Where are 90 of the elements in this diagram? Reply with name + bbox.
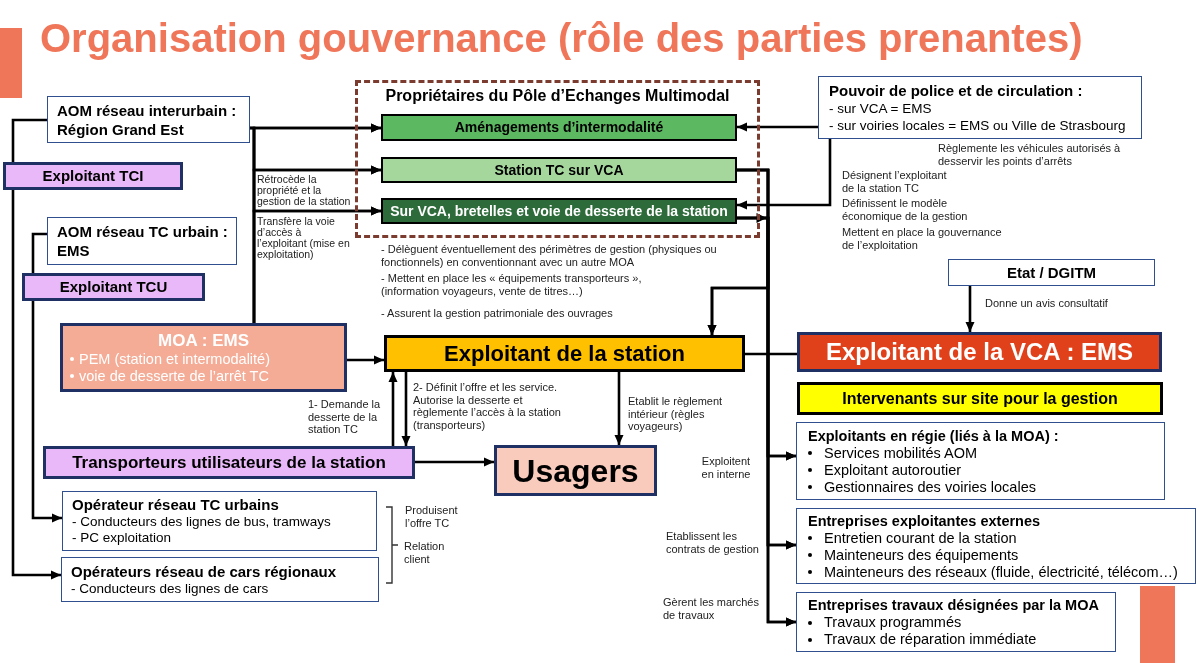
- annotation: Produisent l’offre TC: [405, 504, 459, 529]
- list-item: Exploitant autoroutier: [824, 461, 962, 479]
- label-text: AOM réseau interurbain : Région Grand Est: [57, 100, 238, 139]
- heading-text: Opérateurs réseau de cars régionaux: [71, 562, 338, 581]
- actor-box: [60, 323, 347, 392]
- heading-text: Propriétaires du Pôle d’Echanges Multimodal: [385, 86, 730, 106]
- edge-label: Gèrent les marchés de travaux: [663, 596, 760, 621]
- label-text: Etat / DGITM: [1006, 263, 1097, 282]
- info-box: [948, 259, 1155, 286]
- actor-box: [22, 273, 205, 301]
- label-text: Transporteurs utilisateurs de la station: [72, 452, 386, 473]
- list-item: PEM (station et intermodalité): [79, 350, 270, 368]
- line-text: - sur voiries locales = EMS ou Ville de Strasbourg: [829, 116, 1127, 134]
- info-box: [61, 557, 379, 602]
- owner-bar: [381, 114, 737, 141]
- heading-text: Pouvoir de police et de circulation :: [829, 81, 1084, 100]
- arrow: [401, 372, 411, 446]
- annotation: Définissent le modèle économique de la gestion: [842, 197, 969, 222]
- arrow: [347, 355, 384, 365]
- heading-text: Exploitants en régie (liés à la MOA) :: [808, 426, 1060, 445]
- info-box: [47, 217, 237, 265]
- info-box: [62, 491, 377, 551]
- annotation: - Mettent en place les « équipements transporteurs », (information voyageurs, vente de titres…): [381, 272, 643, 297]
- page-title: Organisation gouvernance (rôle des parties prenantes): [40, 15, 1083, 62]
- list-item: Travaux programmés: [824, 614, 962, 631]
- arrow: [965, 286, 975, 332]
- info-box: [796, 422, 1165, 500]
- arrow: [415, 457, 494, 467]
- heading-text: Entreprises exploitantes externes: [808, 511, 1042, 530]
- label-text: Aménagements d’intermodalité: [454, 119, 664, 136]
- connector-line: [11, 118, 47, 162]
- line-text: - Conducteurs des lignes de cars: [71, 580, 270, 597]
- arrow: [31, 301, 62, 523]
- line-text: - Conducteurs des lignes de bus, tramways: [72, 514, 332, 530]
- list-item: Services mobilités AOM: [824, 444, 978, 462]
- edge-label: Etablissent les contrats de gestion: [666, 530, 760, 555]
- arrow: [737, 122, 818, 132]
- arrow: [252, 206, 381, 323]
- heading-text: Opérateur réseau TC urbains: [72, 496, 280, 514]
- list-item: Gestionnaires des voiries locales: [824, 478, 1036, 496]
- info-box: [796, 592, 1116, 652]
- heading-bar: [797, 382, 1163, 415]
- info-box: [796, 508, 1196, 584]
- edge-label: Etablit le règlement intérieur (règles voyageurs): [628, 395, 724, 433]
- label-text: Sur VCA, bretelles et voie de desserte de la station: [390, 202, 728, 220]
- annotation: Règlemente les véhicules autorisés à desservir les points d’arrêts: [938, 142, 1122, 167]
- edge-label: 1- Demande la desserte de la station TC: [308, 398, 382, 436]
- arrow: [388, 372, 398, 446]
- list-item: Travaux de réparation immédiate: [824, 631, 1037, 648]
- actor-box: [3, 162, 183, 190]
- edge-label: Rétrocède la propriété et la gestion de la station: [257, 174, 352, 207]
- arrow: [614, 372, 624, 445]
- annotation: Mettent en place la gouvernance de l’exploitation: [842, 226, 1003, 251]
- annotation: - Délèguent éventuellement des périmètres de gestion (physiques ou fonctionnels) en conventionnant avec un autre MOA: [381, 243, 718, 268]
- edge-label: Exploitent en interne: [700, 455, 752, 480]
- line-text: - sur VCA = EMS: [829, 99, 933, 117]
- line-text: - PC exploitation: [72, 530, 173, 546]
- owner-bar: [381, 198, 737, 224]
- list-item: Entretien courant de la station: [824, 529, 1017, 547]
- annotation: Relation client: [404, 540, 446, 565]
- label-text: Usagers: [512, 451, 639, 490]
- arrow: [11, 190, 61, 580]
- label-text: Exploitant de la station: [444, 340, 685, 367]
- list-item: Mainteneurs des équipements: [824, 546, 1019, 564]
- label-text: Exploitant TCU: [59, 278, 168, 296]
- info-box: [47, 96, 250, 143]
- actor-box: [384, 335, 745, 372]
- actor-box: [43, 446, 415, 479]
- arrow: [737, 139, 832, 210]
- connector-line: [31, 232, 47, 273]
- edge-label: 2- Définit l’offre et les service. Autorise la desserte et règlemente l’accès à la station (transporteurs): [413, 381, 562, 431]
- connector-line: [745, 352, 797, 356]
- info-box: [818, 76, 1142, 139]
- heading-text: MOA : EMS: [157, 330, 250, 351]
- actor-box: [797, 332, 1162, 372]
- label-text: Exploitant TCI: [42, 167, 144, 185]
- edge-label: Transfère la voie d’accès à l’exploitant (mise en exploitation): [257, 216, 351, 260]
- dashed-frame: [355, 80, 760, 238]
- heading-text: Entreprises travaux désignées par la MOA: [808, 596, 1100, 614]
- label-text: Exploitant de la VCA : EMS: [825, 338, 1134, 366]
- owner-bar: [381, 157, 737, 183]
- label-text: Intervenants sur site pour la gestion: [842, 388, 1118, 409]
- actor-box: [494, 445, 657, 496]
- edge-label: Donne un avis consultatif: [985, 297, 1109, 310]
- annotation: - Assurent la gestion patrimoniale des ouvrages: [381, 307, 614, 320]
- list-item: voie de desserte de l’arrêt TC: [79, 367, 269, 385]
- list-item: Mainteneurs des réseaux (fluide, électricité, télécom…): [824, 563, 1178, 581]
- label-text: Station TC sur VCA: [494, 161, 624, 179]
- label-text: AOM réseau TC urbain : EMS: [57, 222, 229, 260]
- annotation: Désignent l’exploitant de la station TC: [842, 169, 948, 194]
